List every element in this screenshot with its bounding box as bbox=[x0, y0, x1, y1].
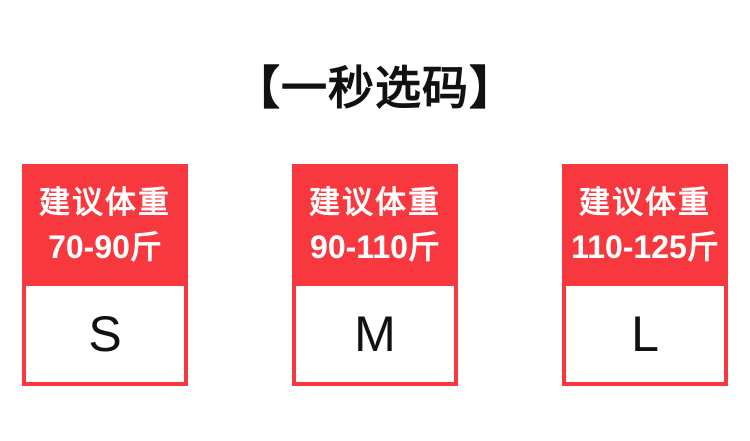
size-cards-row: 建议体重 70-90斤 S 建议体重 90-110斤 M 建议体重 110-12… bbox=[0, 164, 750, 386]
size-card-l: 建议体重 110-125斤 L bbox=[562, 164, 728, 386]
size-letter: S bbox=[88, 306, 122, 362]
weight-header-s: 建议体重 70-90斤 bbox=[22, 164, 188, 286]
weight-range: 90-110斤 bbox=[310, 229, 440, 265]
size-letter: L bbox=[631, 306, 659, 362]
weight-label: 建议体重 bbox=[579, 185, 711, 220]
size-letter: M bbox=[354, 306, 396, 362]
size-card-s: 建议体重 70-90斤 S bbox=[22, 164, 188, 386]
size-box-m: M bbox=[296, 286, 454, 382]
weight-label: 建议体重 bbox=[309, 185, 441, 220]
size-box-l: L bbox=[566, 286, 724, 382]
weight-label: 建议体重 bbox=[39, 185, 171, 220]
weight-range: 110-125斤 bbox=[571, 229, 719, 265]
size-box-s: S bbox=[26, 286, 184, 382]
weight-range: 70-90斤 bbox=[48, 229, 162, 265]
page-title: 【一秒选码】 bbox=[234, 62, 516, 114]
size-card-m: 建议体重 90-110斤 M bbox=[292, 164, 458, 386]
weight-header-m: 建议体重 90-110斤 bbox=[292, 164, 458, 286]
weight-header-l: 建议体重 110-125斤 bbox=[562, 164, 728, 286]
